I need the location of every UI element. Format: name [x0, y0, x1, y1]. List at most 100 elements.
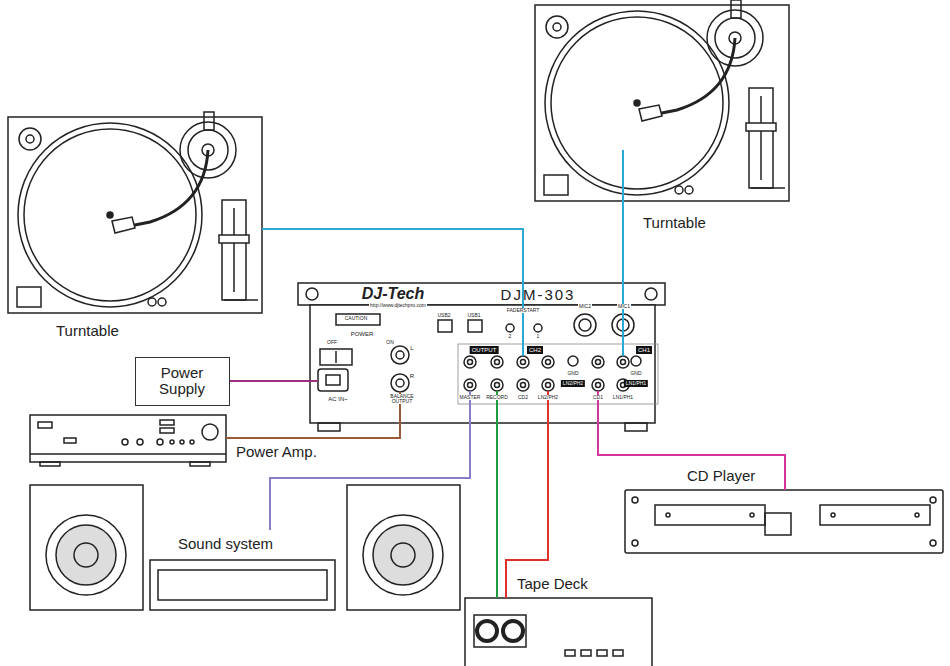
- drawing-stroke: [318, 423, 340, 431]
- panel-label: CH1: [636, 346, 652, 354]
- drawing-stroke: [521, 360, 526, 365]
- drawing-stroke: [831, 513, 835, 517]
- panel-label: http://www.djtechpro.com: [369, 303, 427, 308]
- panel-label: USB2: [436, 313, 451, 318]
- drawing-stroke: [645, 288, 657, 300]
- drawing-stroke: [592, 379, 604, 391]
- drawing-stroke: [396, 379, 404, 387]
- drawing-stroke: [396, 351, 404, 359]
- drawing-stroke: [491, 356, 503, 368]
- panel-label: OFF: [326, 340, 338, 345]
- drawing-stroke: [474, 615, 526, 647]
- turntable-drawing: [535, 0, 789, 201]
- drawing-stroke: [542, 356, 554, 368]
- drawing-stroke: [565, 650, 575, 656]
- turntable-drawing: [8, 112, 262, 313]
- panel-label: LN1/PH1: [612, 395, 634, 400]
- drawing-stroke: [233, 208, 235, 292]
- drawing-stroke: [219, 235, 249, 243]
- panel-label: L: [409, 345, 414, 351]
- cable: [506, 428, 548, 598]
- drawing-stroke: [30, 453, 226, 455]
- drawing-stroke: [458, 344, 658, 404]
- power-supply-box: Power Supply: [135, 357, 230, 406]
- drawing-stroke: [204, 112, 214, 130]
- drawing-stroke: [465, 598, 652, 666]
- drawing-stroke: [18, 123, 202, 307]
- drawing-stroke: [190, 462, 210, 466]
- drawing-stroke: [158, 298, 166, 306]
- drawing-stroke: [617, 356, 629, 368]
- drawing-stroke: [56, 525, 116, 585]
- drawing-stroke: [40, 462, 60, 466]
- drawing-stroke: [750, 513, 754, 517]
- device-label: Turntable: [643, 215, 706, 232]
- panel-label: MIC1: [617, 304, 631, 309]
- power-amp: Power Amp.: [30, 415, 226, 462]
- drawing-stroke: [625, 490, 943, 553]
- panel-label: GND: [629, 371, 642, 376]
- drawing-stroke: [581, 650, 591, 656]
- panel-label: OUTPUT: [470, 346, 499, 354]
- drawing-stroke: [596, 360, 601, 365]
- panel-label: MASTER: [459, 395, 482, 400]
- drawing-stroke: [597, 650, 607, 656]
- drawing-stroke: [310, 305, 655, 423]
- drawing-stroke: [464, 356, 476, 368]
- drawing-stroke: [622, 150, 624, 200]
- drawing-stroke: [632, 497, 638, 503]
- cd-player-drawing: [625, 490, 943, 553]
- panel-label: POWER: [350, 331, 375, 337]
- device-label: Sound system: [178, 536, 273, 553]
- cable: [598, 428, 785, 490]
- drawing-stroke: [546, 383, 551, 388]
- panel-label: ON: [385, 340, 395, 345]
- drawing-stroke: [107, 212, 113, 218]
- drawing-stroke: [8, 117, 262, 313]
- drawing-stroke: [568, 356, 578, 366]
- panel-label: R: [409, 373, 415, 379]
- drawing-stroke: [765, 513, 791, 535]
- drawing-stroke: [655, 505, 765, 525]
- turntable: Turntable: [8, 117, 262, 313]
- drawing-stroke: [202, 424, 218, 440]
- drawing-stroke: [335, 351, 337, 363]
- panel-label: LN1/PH1: [624, 380, 648, 387]
- drawing-stroke: [506, 324, 514, 332]
- drawing-stroke: [495, 383, 500, 388]
- drawing-stroke: [326, 375, 340, 385]
- drawing-stroke: [930, 540, 936, 546]
- drawing-stroke: [190, 440, 194, 444]
- drawing-stroke: [160, 420, 174, 425]
- device-label: Power Amp.: [236, 444, 317, 461]
- panel-label: MIC2: [578, 304, 592, 309]
- panel-label: CH2: [527, 346, 543, 354]
- drawing-stroke: [622, 283, 624, 356]
- drawing-stroke: [666, 513, 670, 517]
- drawing-stroke: [26, 135, 34, 143]
- drawing-stroke: [46, 515, 126, 595]
- device-label: Tape Deck: [517, 576, 588, 593]
- cable: [230, 380, 299, 382]
- drawing-stroke: [130, 150, 208, 226]
- drawing-stroke: [468, 320, 482, 332]
- drawing-stroke: [38, 422, 52, 428]
- turntable: Turntable: [535, 5, 785, 200]
- drawing-stroke: [542, 379, 554, 391]
- drawing-stroke: [930, 497, 936, 503]
- sound-system: Sound system: [150, 530, 335, 610]
- drawing-stroke: [534, 324, 542, 332]
- cable: [226, 428, 400, 438]
- drawing-stroke: [521, 383, 526, 388]
- panel-label: 1: [536, 334, 541, 339]
- drawing-stroke: [224, 299, 258, 301]
- drawing-stroke: [298, 283, 665, 305]
- drawing-stroke: [17, 287, 41, 307]
- device-label: CD Player: [687, 468, 755, 485]
- cable: [496, 428, 498, 598]
- drawing-stroke: [517, 379, 529, 391]
- drawing-stroke: [574, 314, 596, 336]
- cd-player: CD Player: [625, 490, 943, 553]
- device-label: Turntable: [56, 323, 119, 340]
